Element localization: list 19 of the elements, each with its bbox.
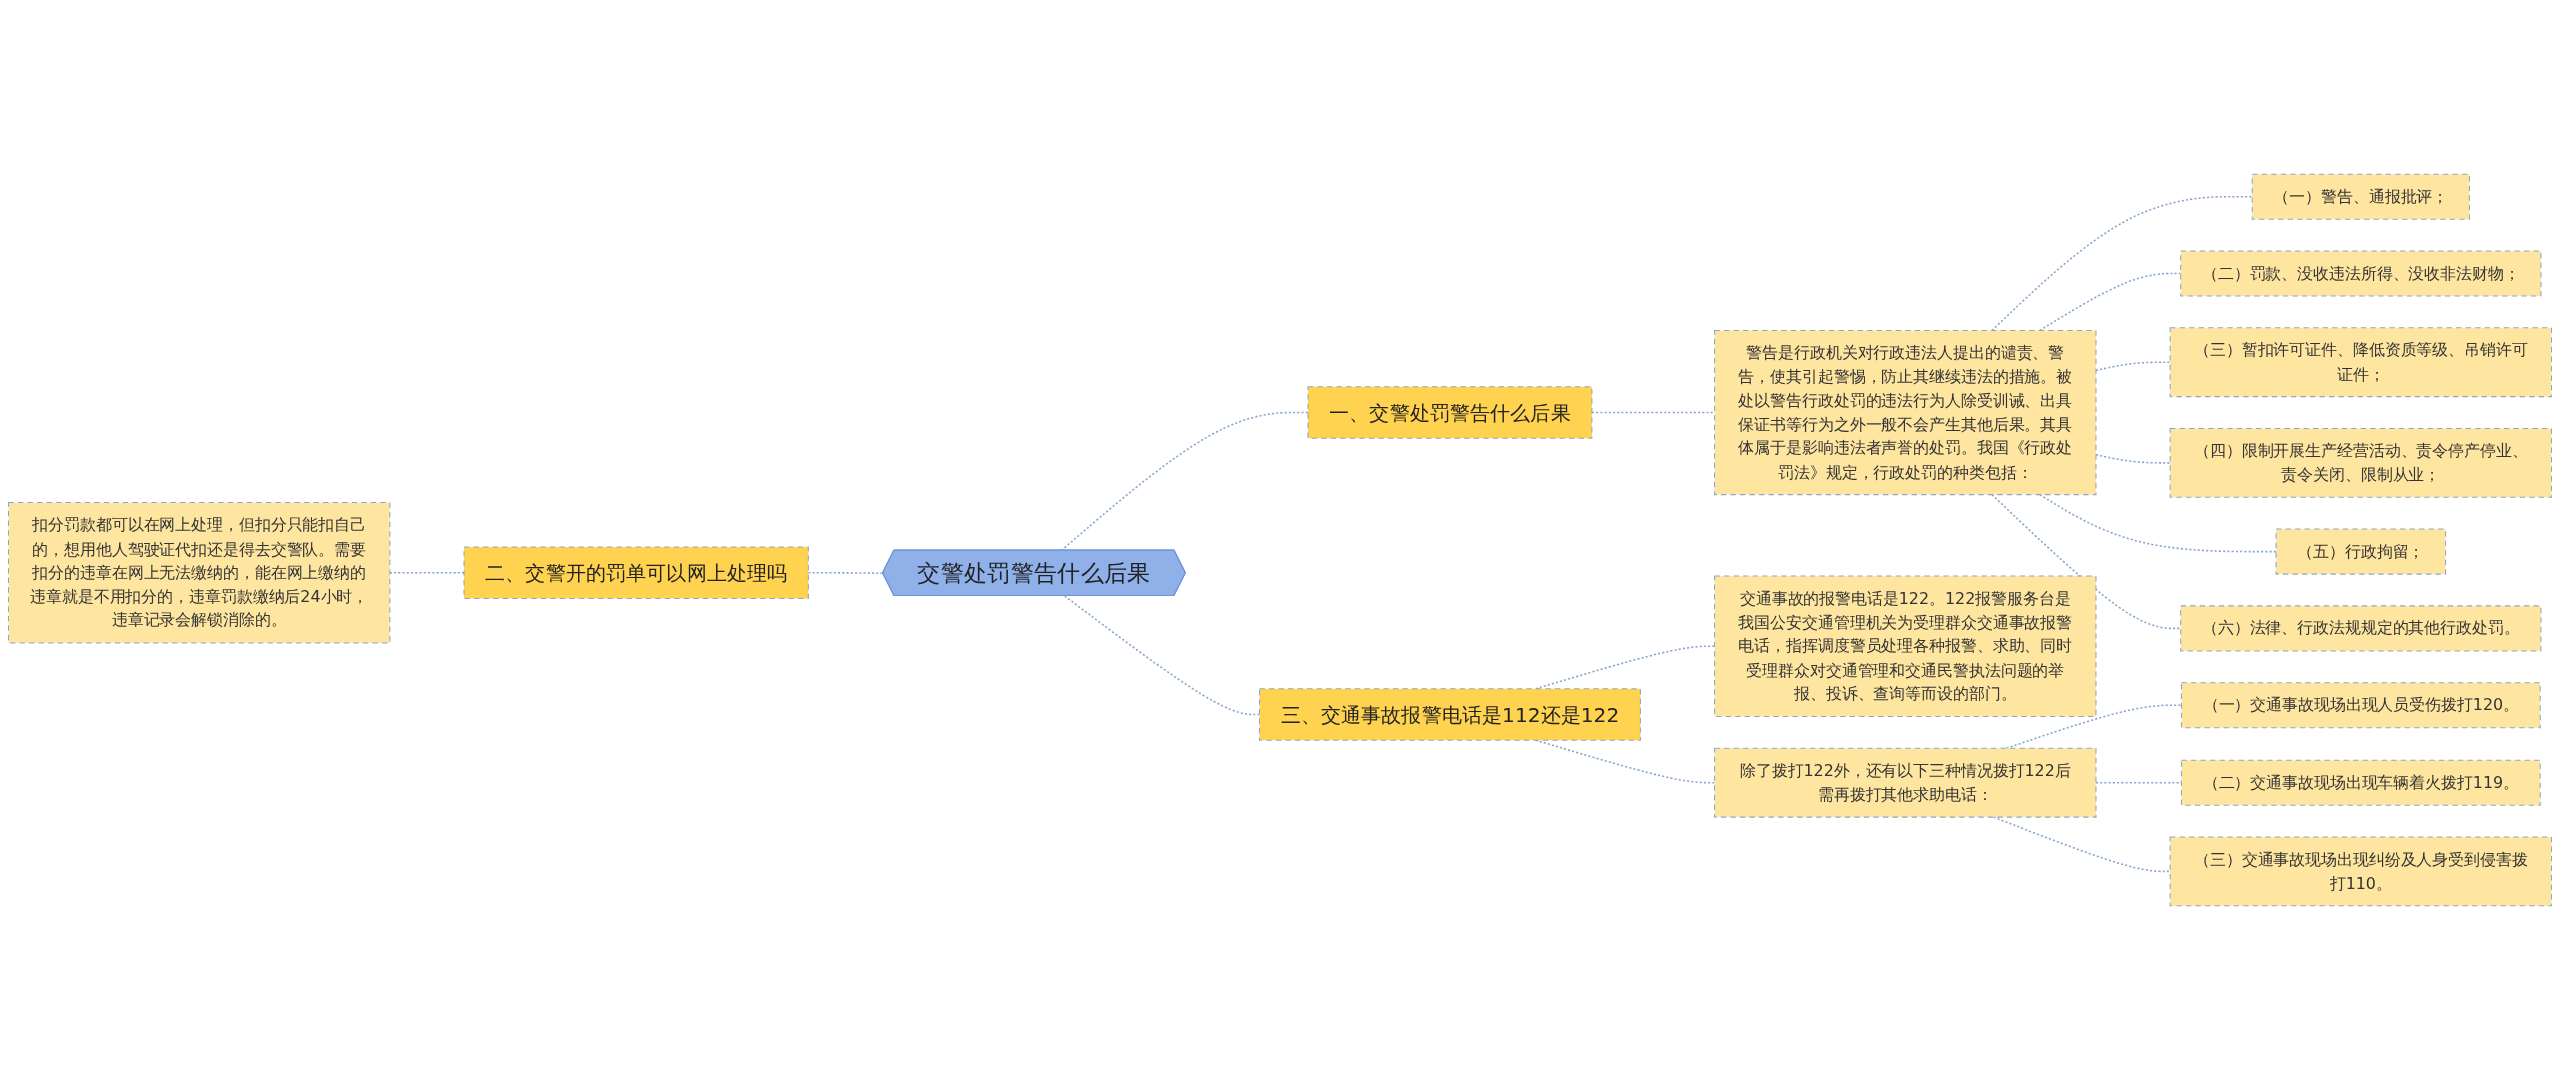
node-box: （一）警告、通报批评； (2251, 173, 2470, 220)
node-box: 扣分罚款都可以在网上处理，但扣分只能扣自己的，想用他人驾驶证代扣还是得去交警队。需要扣分的违章在网上无法缴纳的，能在网上缴纳的违章就是不用扣分的，违章罚款缴纳后24小时，违章记录会解锁消除的。 (7, 502, 391, 644)
node-box: （六）法律、行政法规规定的其他行政处罚。 (2180, 605, 2542, 652)
connector (2095, 361, 2171, 372)
node-box: （四）限制开展生产经营活动、责令停产停业、责令关闭、限制从业； (2169, 427, 2553, 498)
node-box: （一）交通事故现场出现人员受伤拨打120。 (2180, 682, 2541, 729)
node-box: （二）罚款、没收违法所得、没收非法财物； (2180, 250, 2542, 297)
node-box: 一、交警处罚警告什么后果 (1307, 386, 1593, 439)
node-box: 除了拨打122外，还有以下三种情况拨打122后需再拨打其他求助电话： (1714, 747, 2097, 818)
node-box: 二、交警开的罚单可以网上处理吗 (463, 546, 809, 599)
node-box: （五）行政拘留； (2275, 528, 2447, 575)
node-box: 警告是行政机关对行政违法人提出的谴责、警告，使其引起警惕，防止其继续违法的措施。被处以警告行政处罚的违法行为人除受训诫、出具保证书等行为之外一般不会产生其他后果。其具体属于是影响违法者声誉的处罚。我国《行政处罚法》规定，行政处罚的种类包括： (1714, 329, 2097, 496)
node-box: 交通事故的报警电话是122。122报警服务台是我国公安交通管理机关为受理群众交通事故报警电话，指挥调度警员处理各种报警、求助、同时受理群众对交通管理和交通民警执法问题的举报、投诉、查询等而设的部门。 (1714, 575, 2097, 717)
connector (2095, 453, 2171, 464)
node-box: （三）暂扣许可证件、降低资质等级、吊销许可证件； (2169, 327, 2553, 398)
connector (2038, 493, 2277, 553)
node-box: （二）交通事故现场出现车辆着火拨打119。 (2180, 759, 2541, 806)
node-box: 三、交通事故报警电话是112还是122 (1258, 688, 1641, 741)
node-box: （三）交通事故现场出现纠纷及人身受到侵害拨打110。 (2169, 836, 2553, 907)
